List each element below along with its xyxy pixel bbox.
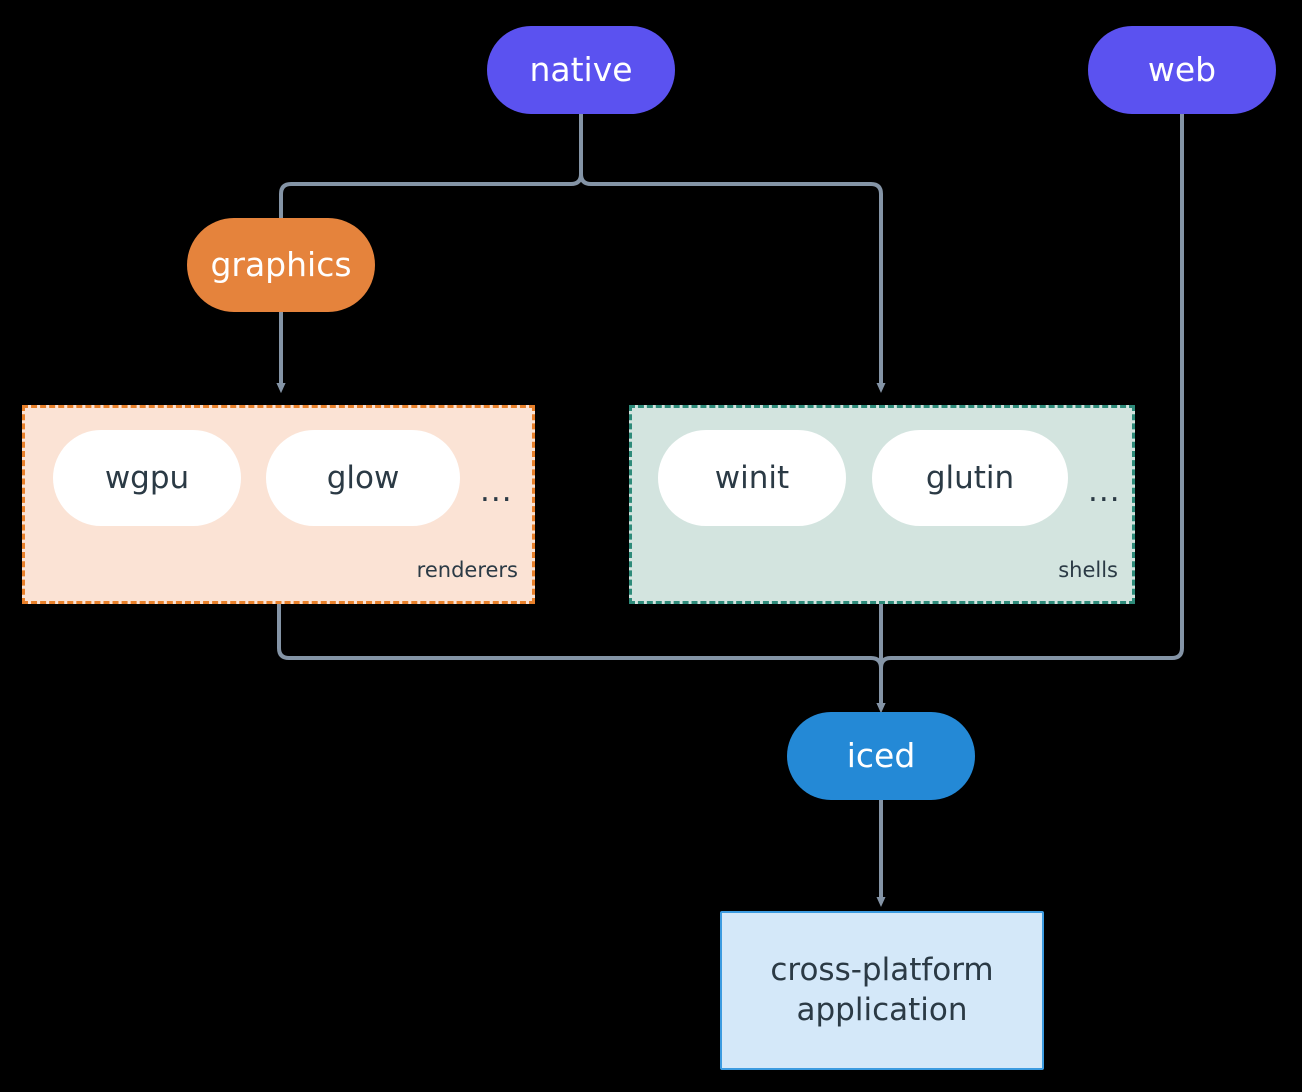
node-web[interactable]: web (1088, 26, 1276, 114)
group-renderers-label: renderers (416, 558, 518, 582)
sub-pill-winit-label: winit (714, 460, 790, 496)
sub-pill-wgpu[interactable]: wgpu (53, 430, 241, 526)
sub-pill-winit[interactable]: winit (658, 430, 846, 526)
sub-pill-glutin-label: glutin (925, 460, 1015, 496)
node-iced[interactable]: iced (787, 712, 975, 800)
node-native-label: native (529, 49, 633, 89)
sub-pill-glow[interactable]: glow (266, 430, 460, 526)
group-shells-label: shells (1058, 558, 1118, 582)
shells-overflow-ellipsis: ... (1088, 473, 1121, 509)
renderers-overflow-ellipsis: ... (480, 473, 513, 509)
sub-pill-wgpu-label: wgpu (104, 460, 190, 496)
application-line-2: application (796, 991, 968, 1028)
edge-renderers-to-iced (277, 604, 886, 713)
edge-native-to-shells (579, 113, 886, 393)
node-native[interactable]: native (487, 26, 675, 114)
node-graphics-label: graphics (210, 244, 352, 284)
application-line-1: cross-platform (770, 951, 994, 988)
sub-pill-glow-label: glow (326, 460, 400, 496)
node-iced-label: iced (846, 735, 916, 775)
group-renderers[interactable]: wgpu glow ... renderers (22, 405, 535, 604)
node-graphics[interactable]: graphics (187, 218, 375, 312)
node-web-label: web (1147, 49, 1217, 89)
sub-pill-glutin[interactable]: glutin (872, 430, 1068, 526)
node-cross-platform-application[interactable]: cross-platform application (720, 911, 1044, 1070)
group-shells[interactable]: winit glutin ... shells (629, 405, 1135, 604)
